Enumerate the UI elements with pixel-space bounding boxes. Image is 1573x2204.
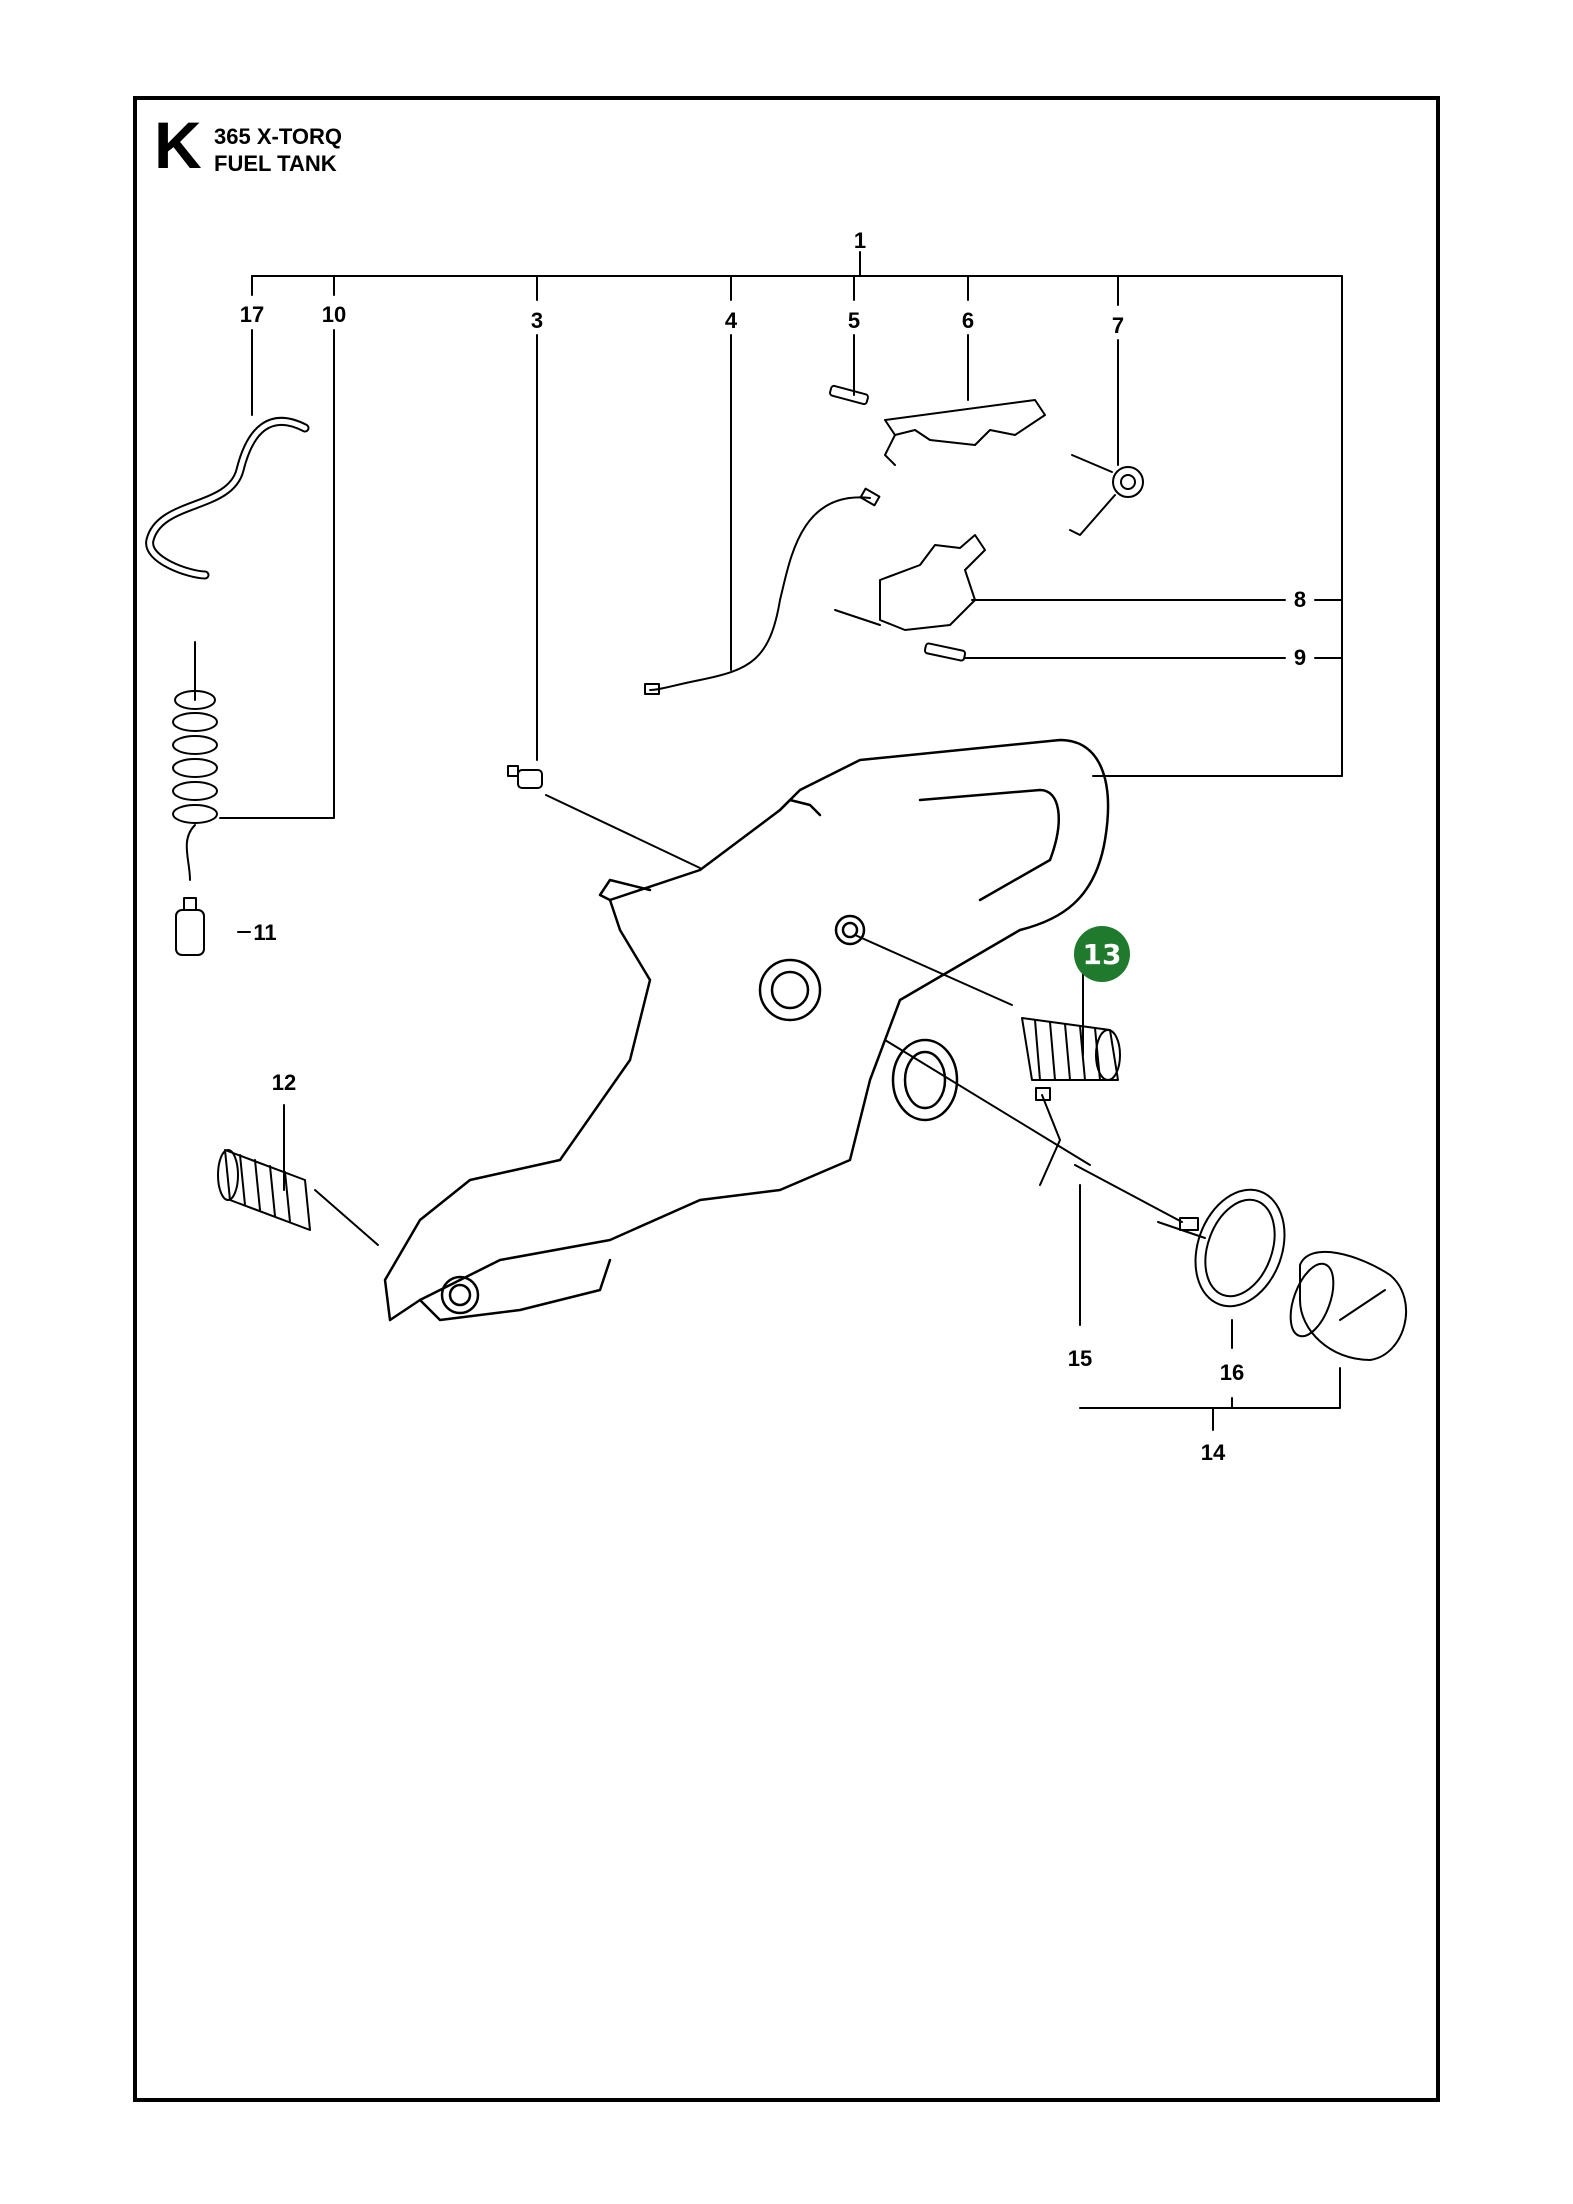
leader-lines xyxy=(219,329,1343,1431)
section-letter: K xyxy=(154,108,202,182)
section-title: FUEL TANK xyxy=(214,151,337,176)
drawing-frame xyxy=(133,96,1440,2102)
callout-14: 14 xyxy=(1201,1440,1226,1465)
strap-15 xyxy=(1035,1087,1199,1231)
av-spring-13 xyxy=(1021,1017,1121,1081)
callout-11: 11 xyxy=(253,920,276,945)
callout-16: 16 xyxy=(1220,1360,1244,1385)
callout-5: 5 xyxy=(848,308,860,333)
pin-5 xyxy=(829,384,869,406)
callout-17: 17 xyxy=(240,302,264,327)
callout-12: 12 xyxy=(272,1070,296,1095)
callout-3: 3 xyxy=(531,308,543,333)
valve-3 xyxy=(507,765,543,789)
callout-4: 4 xyxy=(725,308,738,333)
bracket-1 xyxy=(251,251,1343,777)
spring-7 xyxy=(1069,454,1144,536)
cable-4 xyxy=(649,496,871,691)
callout-10: 10 xyxy=(322,302,346,327)
lockout-8 xyxy=(879,534,986,631)
av-spring-12 xyxy=(217,1149,311,1231)
callout-13: 13 xyxy=(1083,938,1122,971)
trigger-6 xyxy=(884,399,1046,446)
highlight-callout-13[interactable]: 13 xyxy=(1074,926,1130,982)
callout-7: 7 xyxy=(1112,313,1124,338)
callout-9: 9 xyxy=(1294,645,1306,670)
fuel-cap-14 xyxy=(1289,1250,1407,1361)
callout-15: 15 xyxy=(1068,1346,1092,1371)
fuel-tank-body xyxy=(383,738,1110,1322)
seal-16 xyxy=(1194,1188,1286,1308)
filter-11 xyxy=(175,897,205,956)
fuel-pipe-10 xyxy=(172,641,218,881)
model-title: 365 X-TORQ xyxy=(214,124,342,149)
highlight-badge xyxy=(1074,926,1130,982)
callout-1: 1 xyxy=(854,228,866,253)
pin-9 xyxy=(834,609,967,662)
callout-6: 6 xyxy=(962,308,974,333)
hose-17 xyxy=(145,416,310,580)
callout-8: 8 xyxy=(1294,587,1306,612)
